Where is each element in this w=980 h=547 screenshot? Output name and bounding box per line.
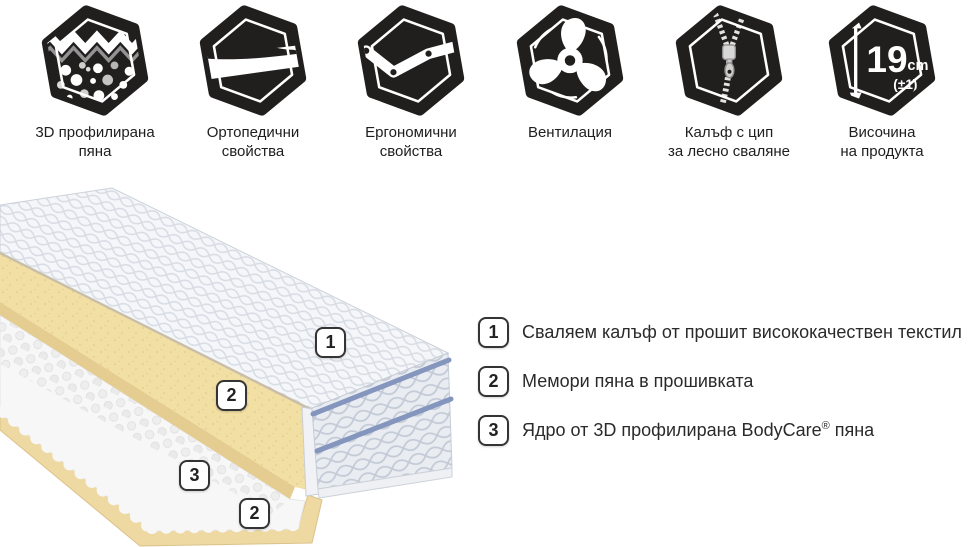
feature-label-line2: свойства: [379, 143, 443, 160]
height-icon: 19 cm (±1): [821, 2, 943, 119]
legend-badge-1: 1: [478, 317, 509, 348]
mattress-illustration: [0, 185, 470, 547]
orthopedic-icon: [192, 2, 314, 119]
height-value: 19: [866, 38, 907, 80]
legend-item-1: 1 Сваляем калъф от прошит висококачестве…: [478, 317, 962, 348]
feature-label-line1: Ортопедични: [206, 124, 300, 141]
legend-text-1: Сваляем калъф от прошит висококачествен …: [522, 322, 962, 342]
height-unit: cm: [907, 58, 928, 74]
foam-core-texture: [0, 315, 290, 514]
registered-trademark-symbol: ®: [821, 420, 830, 432]
legend-item-3: 3 Ядро от 3D профилирана BodyCare® пяна: [478, 415, 962, 446]
foam-scallop-row-front: [146, 519, 304, 534]
legend-item-2: 2 Мемори пяна в прошивката: [478, 366, 962, 397]
piping-line-top: [310, 357, 452, 417]
feature-label: 3D профилирана пяна: [10, 123, 180, 161]
feature-label-line1: Калъф с цип: [684, 124, 774, 141]
foam-3d-icon: [34, 2, 156, 119]
zipper-icon: [668, 2, 790, 119]
piping-line-bottom: [314, 396, 454, 454]
feature-height: 19 cm (±1) Височина на продукта: [797, 2, 967, 161]
legend-badge-2: 2: [478, 366, 509, 397]
feature-label: Ергономични свойства: [326, 123, 496, 161]
feature-label: Вентилация: [485, 123, 655, 142]
ergonomic-icon: [350, 2, 472, 119]
feature-label: Височина на продукта: [797, 123, 967, 161]
feature-label-line2: за лесно сваляне: [668, 143, 790, 160]
feature-label: Калъф с цип за лесно сваляне: [644, 123, 814, 161]
diagram-badge-cover: 1: [315, 327, 346, 358]
feature-zipper-cover: Калъф с цип за лесно сваляне: [644, 2, 814, 161]
height-tolerance: (±1): [893, 77, 917, 92]
diagram-badge-memory-foam-bottom: 2: [239, 498, 270, 529]
ventilation-icon: [509, 2, 631, 119]
legend: 1 Сваляем калъф от прошит висококачестве…: [478, 317, 962, 464]
memory-foam-edge: [0, 302, 295, 499]
feature-label-line2: на продукта: [840, 143, 924, 160]
legend-text-3-main: Ядро от 3D профилирана BodyCare: [522, 420, 822, 440]
foam-scallop-row-left: [0, 406, 155, 533]
feature-ventilation: Вентилация: [485, 2, 655, 142]
feature-label-line2: свойства: [221, 143, 285, 160]
legend-badge-3: 3: [478, 415, 509, 446]
diagram-badge-memory-foam-top: 2: [216, 380, 247, 411]
feature-label: Ортопедични свойства: [168, 123, 338, 161]
cover-end-lip: [317, 467, 453, 499]
feature-ergonomic: Ергономични свойства: [326, 2, 496, 161]
feature-orthopedic: Ортопедични свойства: [168, 2, 338, 161]
mattress-svg: [0, 187, 454, 547]
legend-text-2: Мемори пяна в прошивката: [522, 371, 754, 391]
feature-label-line1: Височина: [848, 124, 916, 141]
legend-text-3: Ядро от 3D профилирана BodyCare® пяна: [522, 420, 874, 441]
feature-label-line1: 3D профилирана: [35, 124, 155, 141]
legend-text-3-tail: пяна: [829, 420, 875, 440]
feature-label-line1: Ергономични: [365, 124, 457, 141]
diagram-badge-core: 3: [179, 460, 210, 491]
feature-foam-3d: 3D профилирана пяна: [10, 2, 180, 161]
feature-label-line2: пяна: [78, 143, 112, 160]
cover-hem-line: [0, 251, 311, 411]
memory-foam-speckle: [0, 253, 317, 492]
feature-label-line1: Вентилация: [527, 124, 613, 141]
